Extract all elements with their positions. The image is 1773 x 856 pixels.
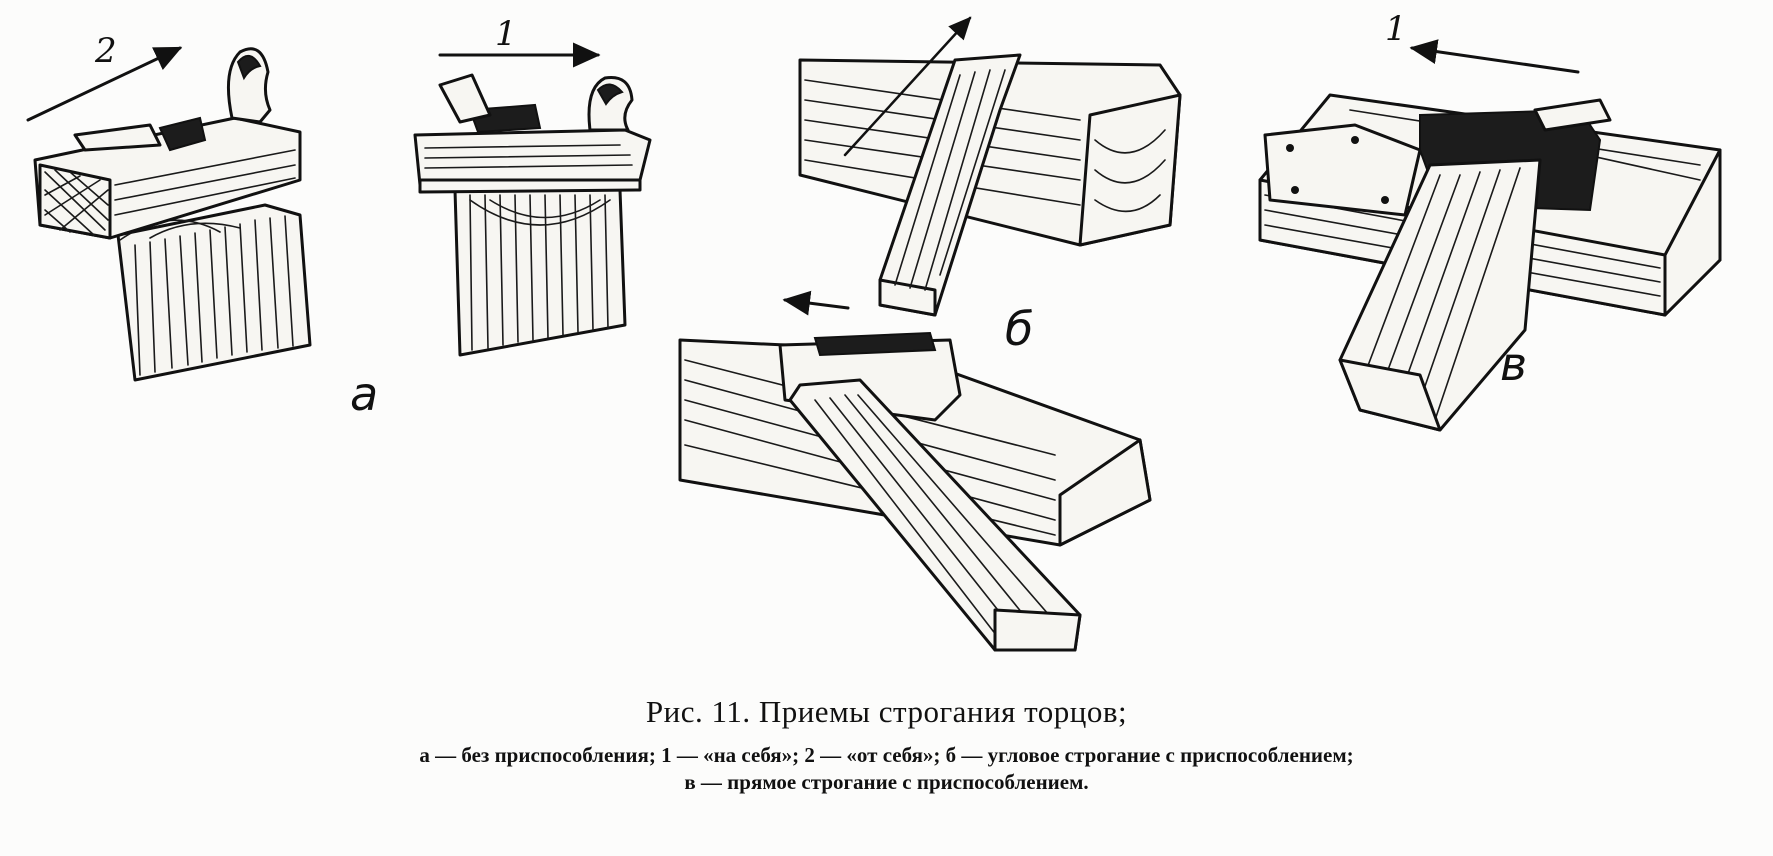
arrow-diagonal-icon xyxy=(843,16,972,157)
panel-v-sketch: 1 xyxy=(1258,9,1722,432)
panel-b-sketch xyxy=(678,16,1182,652)
figure-illustration: 2 1 а xyxy=(26,9,1722,652)
direction-number-away: 2 xyxy=(94,31,117,71)
legend-line-2: в — прямое строгание с приспособлением. xyxy=(684,770,1089,794)
panel-a-left-sketch: 2 xyxy=(26,31,312,382)
label-a: а xyxy=(350,367,378,421)
label-b: б xyxy=(1005,302,1033,356)
arrow-right-icon xyxy=(26,46,183,122)
legend-line-1: а — без приспособления; 1 — «на себя»; 2… xyxy=(419,743,1354,767)
figure-caption-legend: а — без приспособления; 1 — «на себя»; 2… xyxy=(0,742,1773,796)
label-v: в xyxy=(1500,337,1527,391)
arrow-left-icon xyxy=(782,290,850,316)
panel-a-right-sketch: 1 xyxy=(413,14,652,357)
direction-number-toward: 1 xyxy=(495,14,517,54)
arrow-left-icon xyxy=(1409,39,1580,74)
figure-caption-title: Рис. 11. Приемы строгания торцов; xyxy=(645,694,1128,729)
direction-number-v: 1 xyxy=(1385,9,1407,49)
